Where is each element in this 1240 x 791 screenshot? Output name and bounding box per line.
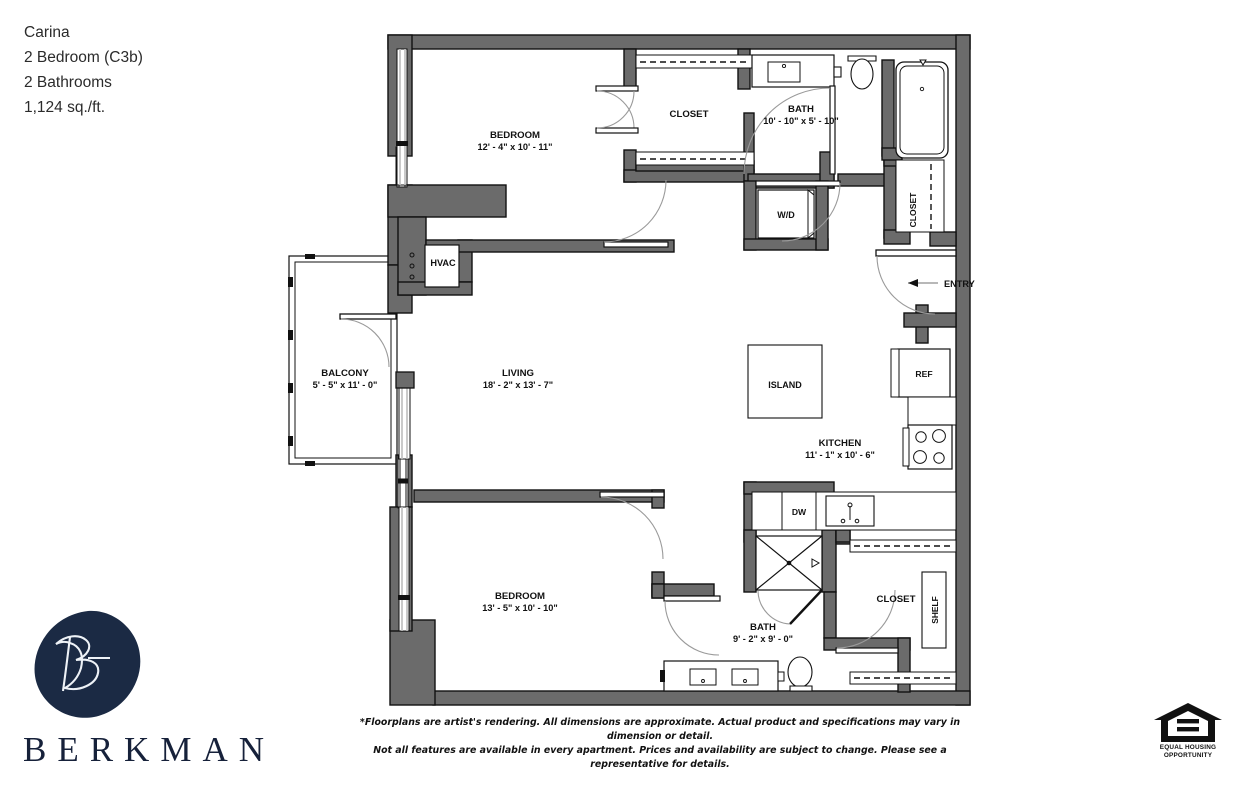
- bath-2-fixtures: [660, 535, 823, 692]
- berkman-logo: BERKMAN: [18, 608, 288, 778]
- washer-dryer: W/D: [757, 188, 815, 240]
- room-label-closet-entry: CLOSET: [908, 192, 918, 228]
- entry-label: ENTRY: [944, 279, 975, 289]
- window-bedroom-1: [396, 48, 408, 186]
- equal-housing-line-1: EQUAL HOUSING: [1159, 744, 1217, 751]
- window-bedroom-2: [398, 506, 410, 632]
- logo-wordmark: BERKMAN: [22, 730, 276, 769]
- room-dims-bedroom-1: 12' - 4" x 10' - 11": [478, 142, 553, 152]
- room-labels: BEDROOM 12' - 4" x 10' - 11" CLOSET BATH…: [313, 104, 918, 644]
- closet-bottom-shelving: SHELF: [849, 539, 957, 685]
- room-dims-living: 18' - 2" x 13' - 7": [483, 380, 553, 390]
- balcony-structure: [288, 254, 398, 466]
- window-living: [395, 371, 415, 460]
- closet-top-shelving: [635, 54, 755, 166]
- disclaimer-line-2: Not all features are available in every …: [373, 745, 947, 770]
- kitchen-fixtures: ISLAND REF DW: [747, 344, 957, 531]
- bath-1-fixtures: [751, 54, 949, 159]
- room-dims-balcony: 5' - 5" x 11' - 0": [313, 380, 378, 390]
- room-label-bedroom-1: BEDROOM: [490, 130, 540, 141]
- room-label-kitchen: KITCHEN: [819, 438, 862, 449]
- plan-name: Carina: [24, 24, 70, 41]
- plan-header: Carina 2 Bedroom (C3b) 2 Bathrooms 1,124…: [24, 20, 354, 120]
- disclaimer-text: *Floorplans are artist's rendering. All …: [340, 716, 980, 772]
- wd-label: W/D: [777, 210, 795, 220]
- room-label-bedroom-2: BEDROOM: [495, 591, 545, 602]
- room-label-balcony: BALCONY: [321, 368, 369, 379]
- room-dims-kitchen: 11' - 1" x 10' - 6": [805, 450, 875, 460]
- plan-bedrooms: 2 Bedroom (C3b): [24, 49, 143, 66]
- equal-housing-line-2: OPPORTUNITY: [1163, 752, 1213, 759]
- shelf-label: SHELF: [930, 596, 940, 623]
- room-dims-bedroom-2: 13' - 5" x 10' - 10": [482, 603, 557, 613]
- room-label-closet-top: CLOSET: [670, 109, 709, 120]
- hvac-unit: HVAC: [409, 244, 460, 288]
- room-label-living: LIVING: [502, 368, 534, 379]
- hvac-label: HVAC: [430, 258, 456, 268]
- closet-entry-shelving: [895, 159, 945, 233]
- entry-marker: ENTRY: [908, 279, 975, 289]
- room-dims-bath-2: 9' - 2" x 9' - 0": [733, 634, 793, 644]
- island-label: ISLAND: [768, 380, 802, 390]
- equal-housing-logo: EQUAL HOUSING OPPORTUNITY: [1152, 700, 1224, 766]
- plan-area: 1,124 sq./ft.: [24, 99, 105, 116]
- room-label-bath-2: BATH: [750, 622, 776, 633]
- room-dims-bath-1: 10' - 10" x 5' - 10": [763, 116, 838, 126]
- disclaimer-line-1: *Floorplans are artist's rendering. All …: [359, 717, 961, 742]
- room-label-bath-1: BATH: [788, 104, 814, 115]
- walls: [387, 34, 971, 706]
- plan-bathrooms: 2 Bathrooms: [24, 74, 112, 91]
- doors: [595, 85, 957, 656]
- logo-monogram-icon: [34, 610, 141, 718]
- ref-label: REF: [915, 369, 932, 379]
- equal-housing-house-icon: [1154, 703, 1222, 742]
- room-label-closet-bottom: CLOSET: [877, 594, 916, 605]
- dw-label: DW: [792, 507, 807, 517]
- equal-housing-text: EQUAL HOUSING OPPORTUNITY: [1152, 744, 1224, 760]
